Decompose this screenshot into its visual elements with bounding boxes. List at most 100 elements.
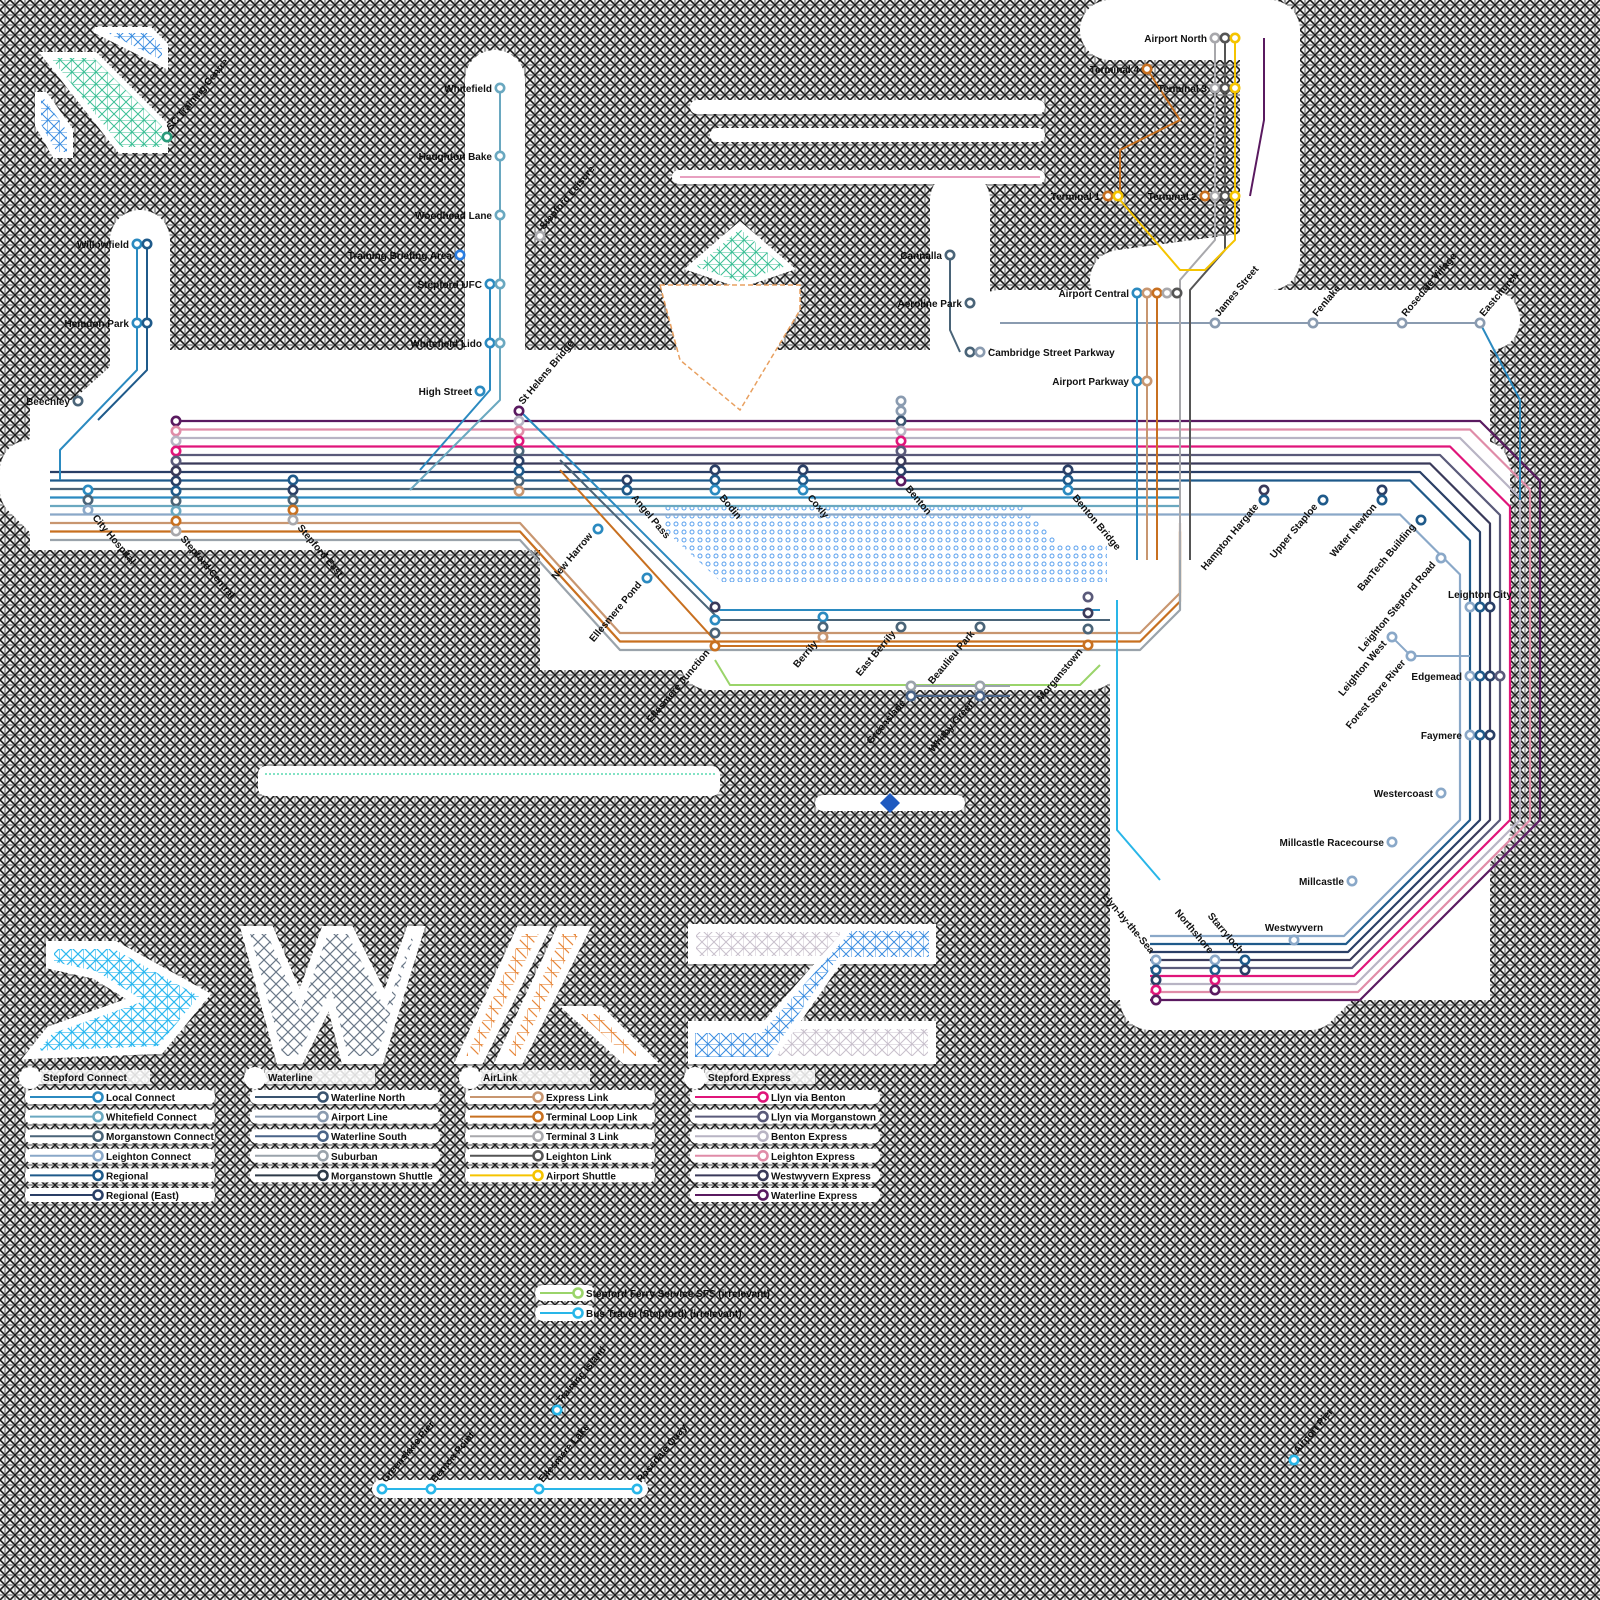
- station-marker[interactable]: [1484, 601, 1496, 613]
- station-marker[interactable]: [513, 445, 525, 457]
- station-marker[interactable]: [797, 484, 809, 496]
- station-marker[interactable]: [1288, 934, 1300, 946]
- station-marker[interactable]: [817, 611, 829, 623]
- station-marker[interactable]: [513, 465, 525, 477]
- station-marker[interactable]: [905, 680, 917, 692]
- station-marker[interactable]: [1464, 601, 1476, 613]
- station-marker[interactable]: [82, 504, 94, 516]
- station-marker[interactable]: [1062, 484, 1074, 496]
- station-marker[interactable]: [1494, 670, 1506, 682]
- station-marker[interactable]: [709, 484, 721, 496]
- branch-line[interactable]: [1179, 38, 1216, 560]
- station-marker[interactable]: [425, 1483, 437, 1495]
- station-marker[interactable]: [1209, 984, 1221, 996]
- station-marker[interactable]: [141, 317, 153, 329]
- station-marker[interactable]: [709, 627, 721, 639]
- branch-line[interactable]: [714, 659, 1101, 686]
- station-marker[interactable]: [1209, 82, 1221, 94]
- station-marker[interactable]: [1209, 190, 1221, 202]
- station-marker[interactable]: [895, 465, 907, 477]
- station-marker[interactable]: [82, 494, 94, 506]
- station-high-street[interactable]: High Street: [419, 385, 486, 398]
- station-marker[interactable]: [1150, 964, 1162, 976]
- station-marker[interactable]: [494, 278, 506, 290]
- station-marker[interactable]: [513, 415, 525, 427]
- route-line-llyn-via-morganstown[interactable]: [176, 453, 1502, 970]
- station-marker[interactable]: [1307, 317, 1319, 329]
- route-line-leighton-connect[interactable]: [50, 513, 1462, 938]
- station-marker[interactable]: [513, 405, 525, 417]
- station-marker[interactable]: [1239, 954, 1251, 966]
- route-line-leighton-express[interactable]: [176, 428, 1532, 994]
- branch-line[interactable]: [949, 255, 961, 353]
- station-airport-parkway[interactable]: Airport Parkway: [1052, 375, 1153, 388]
- station-marker[interactable]: [1082, 591, 1094, 603]
- station-marker[interactable]: [1209, 954, 1221, 966]
- station-marker[interactable]: [170, 435, 182, 447]
- station-marker[interactable]: [1209, 964, 1221, 976]
- station-leighton-city[interactable]: Leighton City: [1448, 590, 1512, 613]
- station-marker[interactable]: [797, 474, 809, 486]
- station-stepford-ufc[interactable]: Stepford UFC: [418, 278, 506, 291]
- station-marker[interactable]: [551, 1404, 563, 1416]
- branch-line[interactable]: [97, 244, 148, 421]
- station-marker[interactable]: [131, 317, 143, 329]
- station-marker[interactable]: [709, 640, 721, 652]
- station-marker[interactable]: [895, 395, 907, 407]
- station-marker[interactable]: [817, 621, 829, 633]
- route-line-suburban[interactable]: [50, 538, 1182, 652]
- station-marker[interactable]: [1229, 190, 1241, 202]
- station-westercoast[interactable]: Westercoast: [1374, 787, 1447, 800]
- station-marker[interactable]: [1112, 190, 1124, 202]
- station-marker[interactable]: [1258, 494, 1270, 506]
- station-marker[interactable]: [1151, 287, 1163, 299]
- station-marker[interactable]: [1062, 464, 1074, 476]
- station-marker[interactable]: [1102, 190, 1114, 202]
- station-airport-north[interactable]: Airport North: [1144, 32, 1241, 45]
- station-marker[interactable]: [1474, 670, 1486, 682]
- station-marker[interactable]: [1150, 984, 1162, 996]
- station-millcastle-racecourse[interactable]: Millcastle Racecourse: [1280, 836, 1398, 849]
- station-marker[interactable]: [974, 621, 986, 633]
- station-marker[interactable]: [709, 601, 721, 613]
- station-marker[interactable]: [287, 494, 299, 506]
- station-willowfield[interactable]: Willowfield: [77, 238, 153, 251]
- station-marker[interactable]: [709, 464, 721, 476]
- station-marker[interactable]: [709, 614, 721, 626]
- station-marker[interactable]: [944, 249, 956, 261]
- station-cannalla[interactable]: Cannalla: [900, 249, 956, 262]
- station-marker[interactable]: [1239, 964, 1251, 976]
- station-marker[interactable]: [641, 572, 653, 584]
- station-marker[interactable]: [533, 1483, 545, 1495]
- station-marker[interactable]: [170, 515, 182, 527]
- station-marker[interactable]: [1415, 514, 1427, 526]
- station-marker[interactable]: [1131, 287, 1143, 299]
- station-marker[interactable]: [1464, 729, 1476, 741]
- station-marker[interactable]: [376, 1483, 388, 1495]
- station-marker[interactable]: [1376, 494, 1388, 506]
- station-marker[interactable]: [131, 238, 143, 250]
- station-marker[interactable]: [287, 484, 299, 496]
- station-marker[interactable]: [1346, 875, 1358, 887]
- station-whitefield-lido[interactable]: Whitefield Lido: [410, 337, 506, 350]
- station-marker[interactable]: [974, 680, 986, 692]
- station-marker[interactable]: [534, 230, 546, 242]
- station-marker[interactable]: [964, 297, 976, 309]
- station-marker[interactable]: [484, 278, 496, 290]
- branch-line[interactable]: [1119, 68, 1181, 196]
- station-marker[interactable]: [170, 475, 182, 487]
- station-marker[interactable]: [1062, 474, 1074, 486]
- station-marker[interactable]: [895, 475, 907, 487]
- station-marker[interactable]: [170, 465, 182, 477]
- station-marker[interactable]: [287, 504, 299, 516]
- station-terminal-4[interactable]: Terminal 4: [1090, 63, 1153, 76]
- station-marker[interactable]: [974, 346, 986, 358]
- station-marker[interactable]: [474, 385, 486, 397]
- station-airport-central[interactable]: Airport Central: [1058, 287, 1183, 300]
- station-terminal-3[interactable]: Terminal 3: [1158, 82, 1241, 95]
- station-marker[interactable]: [1229, 82, 1241, 94]
- station-marker[interactable]: [1229, 32, 1241, 44]
- station-hemdon-park[interactable]: Hemdon Park: [65, 317, 153, 330]
- station-marker[interactable]: [494, 82, 506, 94]
- station-marker[interactable]: [797, 464, 809, 476]
